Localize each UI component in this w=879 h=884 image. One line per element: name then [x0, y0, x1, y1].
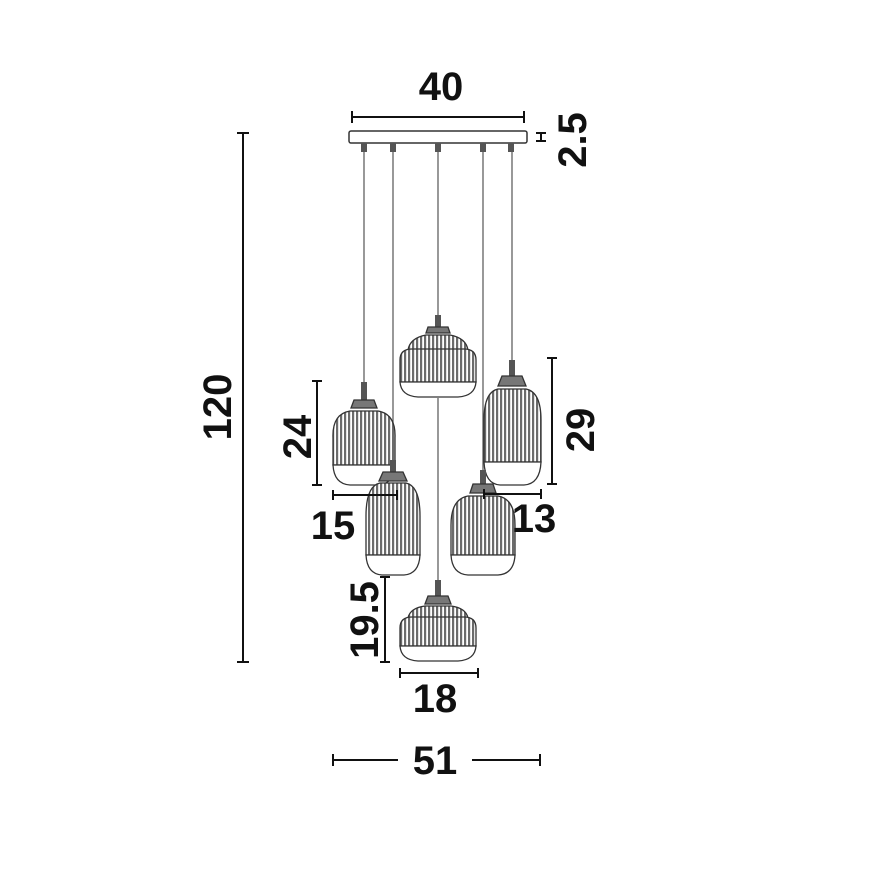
- dimension-overall-width: 51: [332, 739, 541, 783]
- label-shade-left-height: 24: [276, 414, 320, 459]
- glass-shade-top-center: [399, 315, 477, 398]
- glass-shade-right-lower: [450, 470, 516, 576]
- dimension-shade-left-height: 24: [276, 380, 322, 486]
- label-shade-right-height: 29: [559, 408, 603, 453]
- label-shade-left-width: 15: [311, 504, 356, 548]
- suspension-cords: [363, 152, 513, 580]
- label-shade-bottom-height: 19.5: [343, 581, 387, 659]
- label-total-height: 120: [196, 374, 240, 441]
- dimension-shade-left-width: 15: [311, 490, 398, 548]
- glass-shade-bottom-center: [399, 580, 477, 662]
- label-shade-bottom-width: 18: [413, 677, 458, 721]
- dimension-canopy-width: 40: [351, 65, 525, 123]
- label-overall-width: 51: [413, 739, 458, 783]
- glass-shade-left-lower: [365, 460, 421, 576]
- label-canopy-width: 40: [419, 65, 464, 109]
- dimension-shade-bottom-width: 18: [399, 668, 479, 721]
- dimension-shade-right-height: 29: [547, 357, 603, 485]
- ceiling-canopy: [348, 130, 528, 152]
- label-canopy-height: 2.5: [551, 112, 595, 168]
- glass-shade-right-upper: [483, 360, 542, 486]
- dimension-shade-right-width: 13: [483, 489, 557, 541]
- dimension-total-height: 120: [196, 132, 249, 663]
- label-shade-right-width: 13: [512, 497, 557, 541]
- glass-shade-left-upper: [332, 382, 396, 486]
- dimension-canopy-height: 2.5: [536, 112, 595, 168]
- dimension-shade-bottom-height: 19.5: [343, 576, 390, 663]
